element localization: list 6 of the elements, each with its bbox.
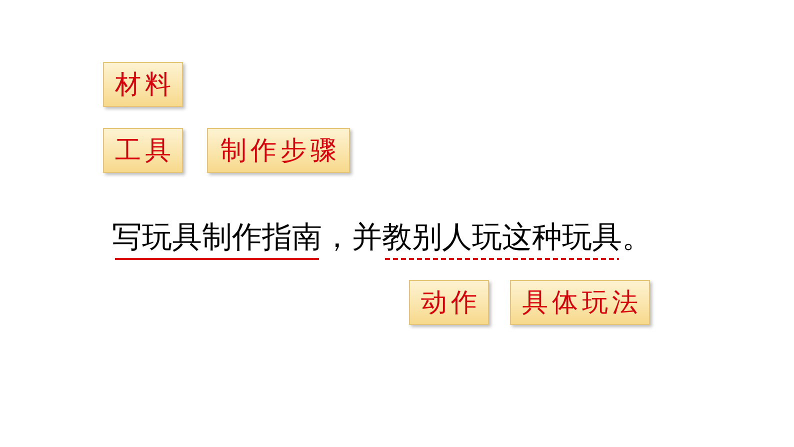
keyword-tag: 工具 (103, 128, 183, 173)
keyword-tag: 制作步骤 (207, 128, 350, 173)
keyword-tag: 材料 (103, 62, 183, 107)
keyword-tag: 具体玩法 (510, 280, 650, 325)
keyword-tag: 动作 (409, 280, 489, 325)
sentence: 写玩具制作指南，并教别人玩这种玩具。 (112, 219, 652, 257)
